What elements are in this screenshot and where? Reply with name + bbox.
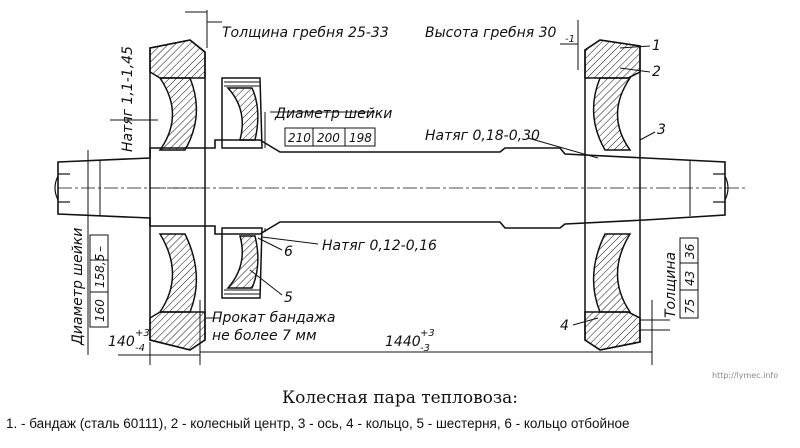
- gear: [221, 77, 263, 299]
- dim-1440-tol-up: +3: [420, 328, 435, 339]
- axle: [54, 139, 745, 235]
- journal-left-cell-2: 158,5: [93, 254, 107, 288]
- callout-1: 1: [652, 38, 661, 54]
- callout-4: 4: [560, 318, 569, 334]
- dim-140-tol-up: +3: [135, 328, 150, 339]
- fit-ring-label: Натяг 0,12-0,16: [322, 238, 437, 254]
- flange-thickness-label: Толщина гребня 25-33: [222, 25, 389, 41]
- tyre-wear-label-2: не более 7 мм: [212, 328, 317, 344]
- thickness-table: [679, 237, 699, 319]
- journal-diameter-top-label: Диаметр шейки: [274, 106, 392, 122]
- journal-diameter-left-label: Диаметр шейки: [70, 228, 86, 346]
- dim-1440-tol-dn: -3: [420, 343, 430, 354]
- thickness-right-label: Толщина: [663, 252, 679, 318]
- dim-140-tol-dn: -4: [135, 343, 145, 354]
- thickness-cell-1: 75: [683, 299, 697, 314]
- flange-height-label: Высота гребня 30: [425, 25, 557, 41]
- right-wheel: [584, 39, 641, 351]
- wheelset-drawing: Толщина гребня 25-33 Высота гребня 30 -1…: [54, 10, 778, 380]
- journal-top-cell-2: 200: [317, 131, 340, 145]
- callout-5: 5: [284, 290, 293, 306]
- watermark: http://lymec.info: [712, 371, 778, 380]
- callout-2: 2: [652, 64, 661, 80]
- tyre-wear-label-1: Прокат бандажа: [212, 310, 335, 326]
- dim-1440-label: 1440: [385, 334, 421, 350]
- thickness-cell-2: 43: [683, 271, 697, 286]
- dim-140-label: 140: [108, 334, 135, 350]
- journal-left-cell-3: –: [93, 246, 107, 252]
- thickness-cell-3: 36: [683, 243, 697, 259]
- journal-top-cell-1: 210: [288, 131, 311, 145]
- callout-3: 3: [657, 122, 666, 138]
- caption-legend: 1. - бандаж (сталь 60111), 2 - колесный …: [6, 416, 630, 431]
- flange-height-tolerance: -1: [565, 34, 575, 45]
- fit-axle-label: Натяг 0,18-0,30: [425, 128, 540, 144]
- caption-title: Колесная пара тепловоза:: [281, 388, 519, 408]
- journal-table-top: [284, 127, 376, 147]
- journal-left-cell-1: 160: [93, 299, 107, 322]
- journal-table-left: [89, 234, 109, 328]
- left-wheel: [149, 39, 206, 351]
- fit-left-label: Натяг 1,1-1,45: [120, 46, 136, 152]
- dimension-lines: [87, 10, 670, 365]
- callout-6: 6: [284, 244, 293, 260]
- journal-top-cell-3: 198: [349, 131, 372, 145]
